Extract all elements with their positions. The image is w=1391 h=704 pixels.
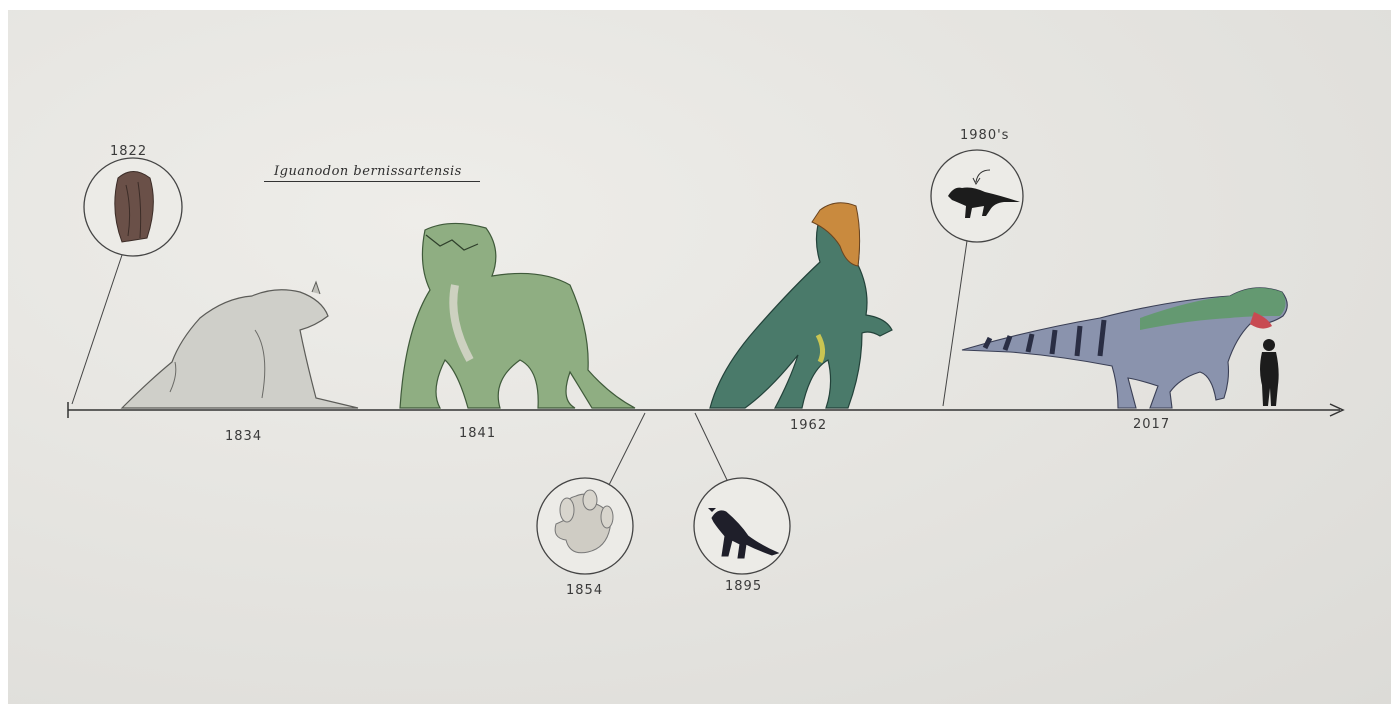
year-label-1980s: 1980's xyxy=(960,128,1009,143)
year-label-1962: 1962 xyxy=(790,418,827,433)
human-scale-silhouette xyxy=(1260,339,1279,406)
year-label-1834: 1834 xyxy=(225,429,262,444)
year-label-1841: 1841 xyxy=(459,426,496,441)
tooth-fossil-icon xyxy=(84,158,182,256)
skeleton-icon xyxy=(694,478,790,574)
year-label-1854: 1854 xyxy=(566,583,603,598)
connector-1822 xyxy=(72,255,122,404)
connector-1895 xyxy=(695,413,727,480)
modern-reconstruction-2017 xyxy=(962,288,1287,408)
year-label-2017: 2017 xyxy=(1133,417,1170,432)
iguana-reconstruction-1834 xyxy=(122,282,358,408)
year-label-1822: 1822 xyxy=(110,144,147,159)
quadruped-reconstruction-1841 xyxy=(400,223,635,408)
connector-1854 xyxy=(608,413,645,487)
upright-reconstruction-1962 xyxy=(710,203,892,408)
year-label-1895: 1895 xyxy=(725,579,762,594)
connector-1980s xyxy=(943,234,968,406)
small-silhouette-icon xyxy=(931,150,1023,242)
footprint-icon xyxy=(537,478,633,574)
